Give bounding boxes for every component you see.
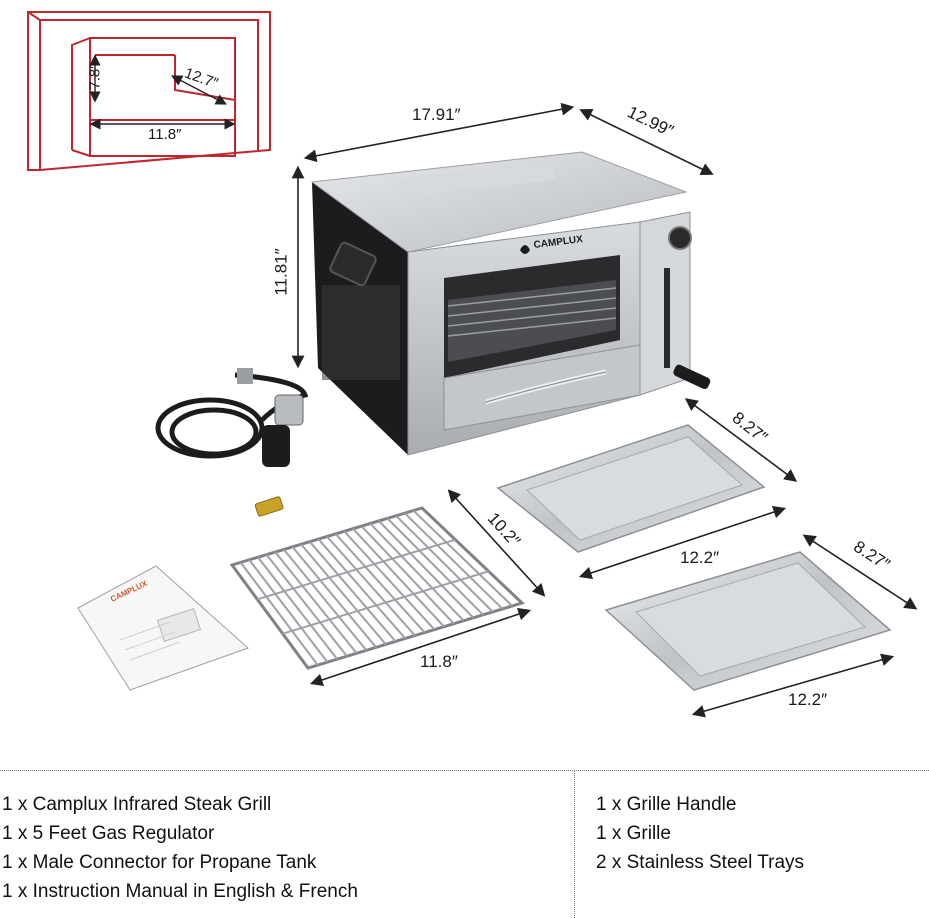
divider-vertical [574,770,575,918]
grille-crossbar [257,538,456,601]
wire-grille [229,506,525,670]
product-illustration: CAMPLUX CAMPLUX [27,11,918,718]
grille-bar [386,517,484,616]
grille-bar [334,533,426,634]
grille-bar [239,561,319,666]
grill-dimension-lines [291,102,918,718]
grille-bar [412,509,513,607]
grille-bar [395,515,494,613]
list-item: 1 x Instruction Manual in English & Fren… [2,881,358,902]
inset-dimension-lines [89,54,236,130]
grille-bar [378,520,475,619]
grille-bar [300,543,387,646]
grille-crossbar [282,570,489,635]
list-item: 2 x Stainless Steel Trays [596,852,805,873]
grille-bar [248,559,329,663]
grille-bar [369,522,465,622]
list-item: 1 x 5 Feet Gas Regulator [2,823,215,844]
grille-bar [352,528,445,628]
cavity-inset-diagram [27,11,271,171]
infrared-steak-grill: CAMPLUX [310,151,711,456]
package-contents-left: 1 x Camplux Infrared Steak Grill 1 x 5 F… [2,790,358,906]
grille-bar [274,551,358,654]
grille-bar [360,525,455,625]
regulator-body [237,368,304,467]
list-item: 1 x Grille [596,823,671,844]
instruction-manual: CAMPLUX [77,565,249,691]
divider-horizontal [0,770,929,771]
list-item: 1 x Camplux Infrared Steak Grill [2,794,272,815]
grill-height-label: 11.81″ [271,248,291,296]
grille-bar [308,541,397,643]
cavity-width-label: 11.8″ [148,126,182,143]
gas-regulator [155,372,309,459]
grille-bar [317,538,407,640]
cavity-height-label: 7.8″ [86,63,104,90]
male-connector [254,496,284,517]
grille-bar [291,546,377,648]
package-contents-right: 1 x Grille Handle 1 x Grille 2 x Stainle… [596,790,804,877]
stainless-tray-2 [604,551,892,691]
grille-bar [326,535,416,637]
stainless-tray-1 [496,424,766,553]
tray2-length-label: 12.2″ [788,690,828,709]
grille-bar [265,554,348,657]
grille-bar [404,512,504,610]
grille-bar [283,548,368,651]
list-item: 1 x Male Connector for Propane Tank [2,852,317,873]
list-item: 1 x Grille Handle [596,794,737,815]
tray1-length-label: 12.2″ [680,548,720,567]
grille-width-label: 11.8″ [420,652,458,671]
grill-width-label: 17.91″ [412,105,461,124]
grille-bar [343,530,436,631]
grille-bar [257,556,338,660]
